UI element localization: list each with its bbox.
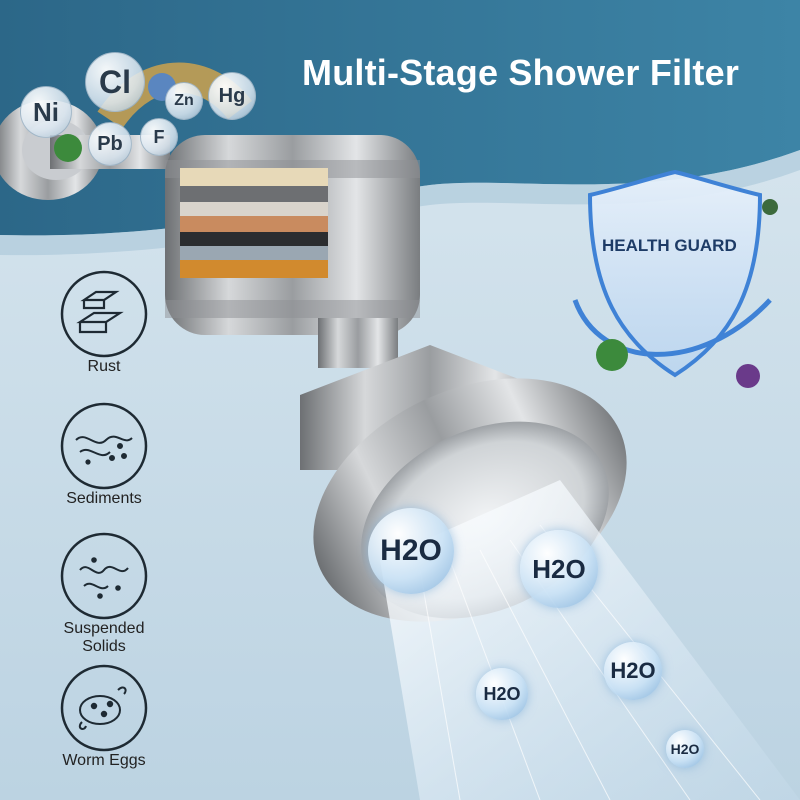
element-f-bubble: F [140,118,178,156]
remove-icon-rings [60,270,148,752]
suspended-solids-icon [79,557,129,599]
banner-title: Multi-Stage Shower Filter [302,52,740,93]
element-zn-bubble: Zn [165,82,203,120]
rust-label: Rust [87,358,121,375]
element-pb-bubble: Pb [88,122,132,166]
health-guard-label: HEALTH GUARD [602,236,737,255]
element-ni-bubble: Ni [20,86,72,138]
sediments-icon [75,435,133,465]
filter-cartridge [165,135,420,368]
h2o-bubble: H2O [476,668,528,720]
h2o-bubble: H2O [604,642,662,700]
h2o-bubble: H2O [666,730,704,768]
rust-bars-icon [76,290,124,334]
h2o-bubble: H2O [368,508,454,594]
element-cl-bubble: Cl [85,52,145,112]
worm-eggs-icon [78,686,127,730]
element-hg-bubble: Hg [208,72,256,120]
health-guard-shield [572,169,772,378]
virus-icon [54,73,778,388]
h2o-bubble: H2O [520,530,598,608]
suspended-solids-label: Suspended Solids [63,620,145,655]
worm-eggs-label: Worm Eggs [62,752,146,769]
sediments-label: Sediments [66,490,142,507]
